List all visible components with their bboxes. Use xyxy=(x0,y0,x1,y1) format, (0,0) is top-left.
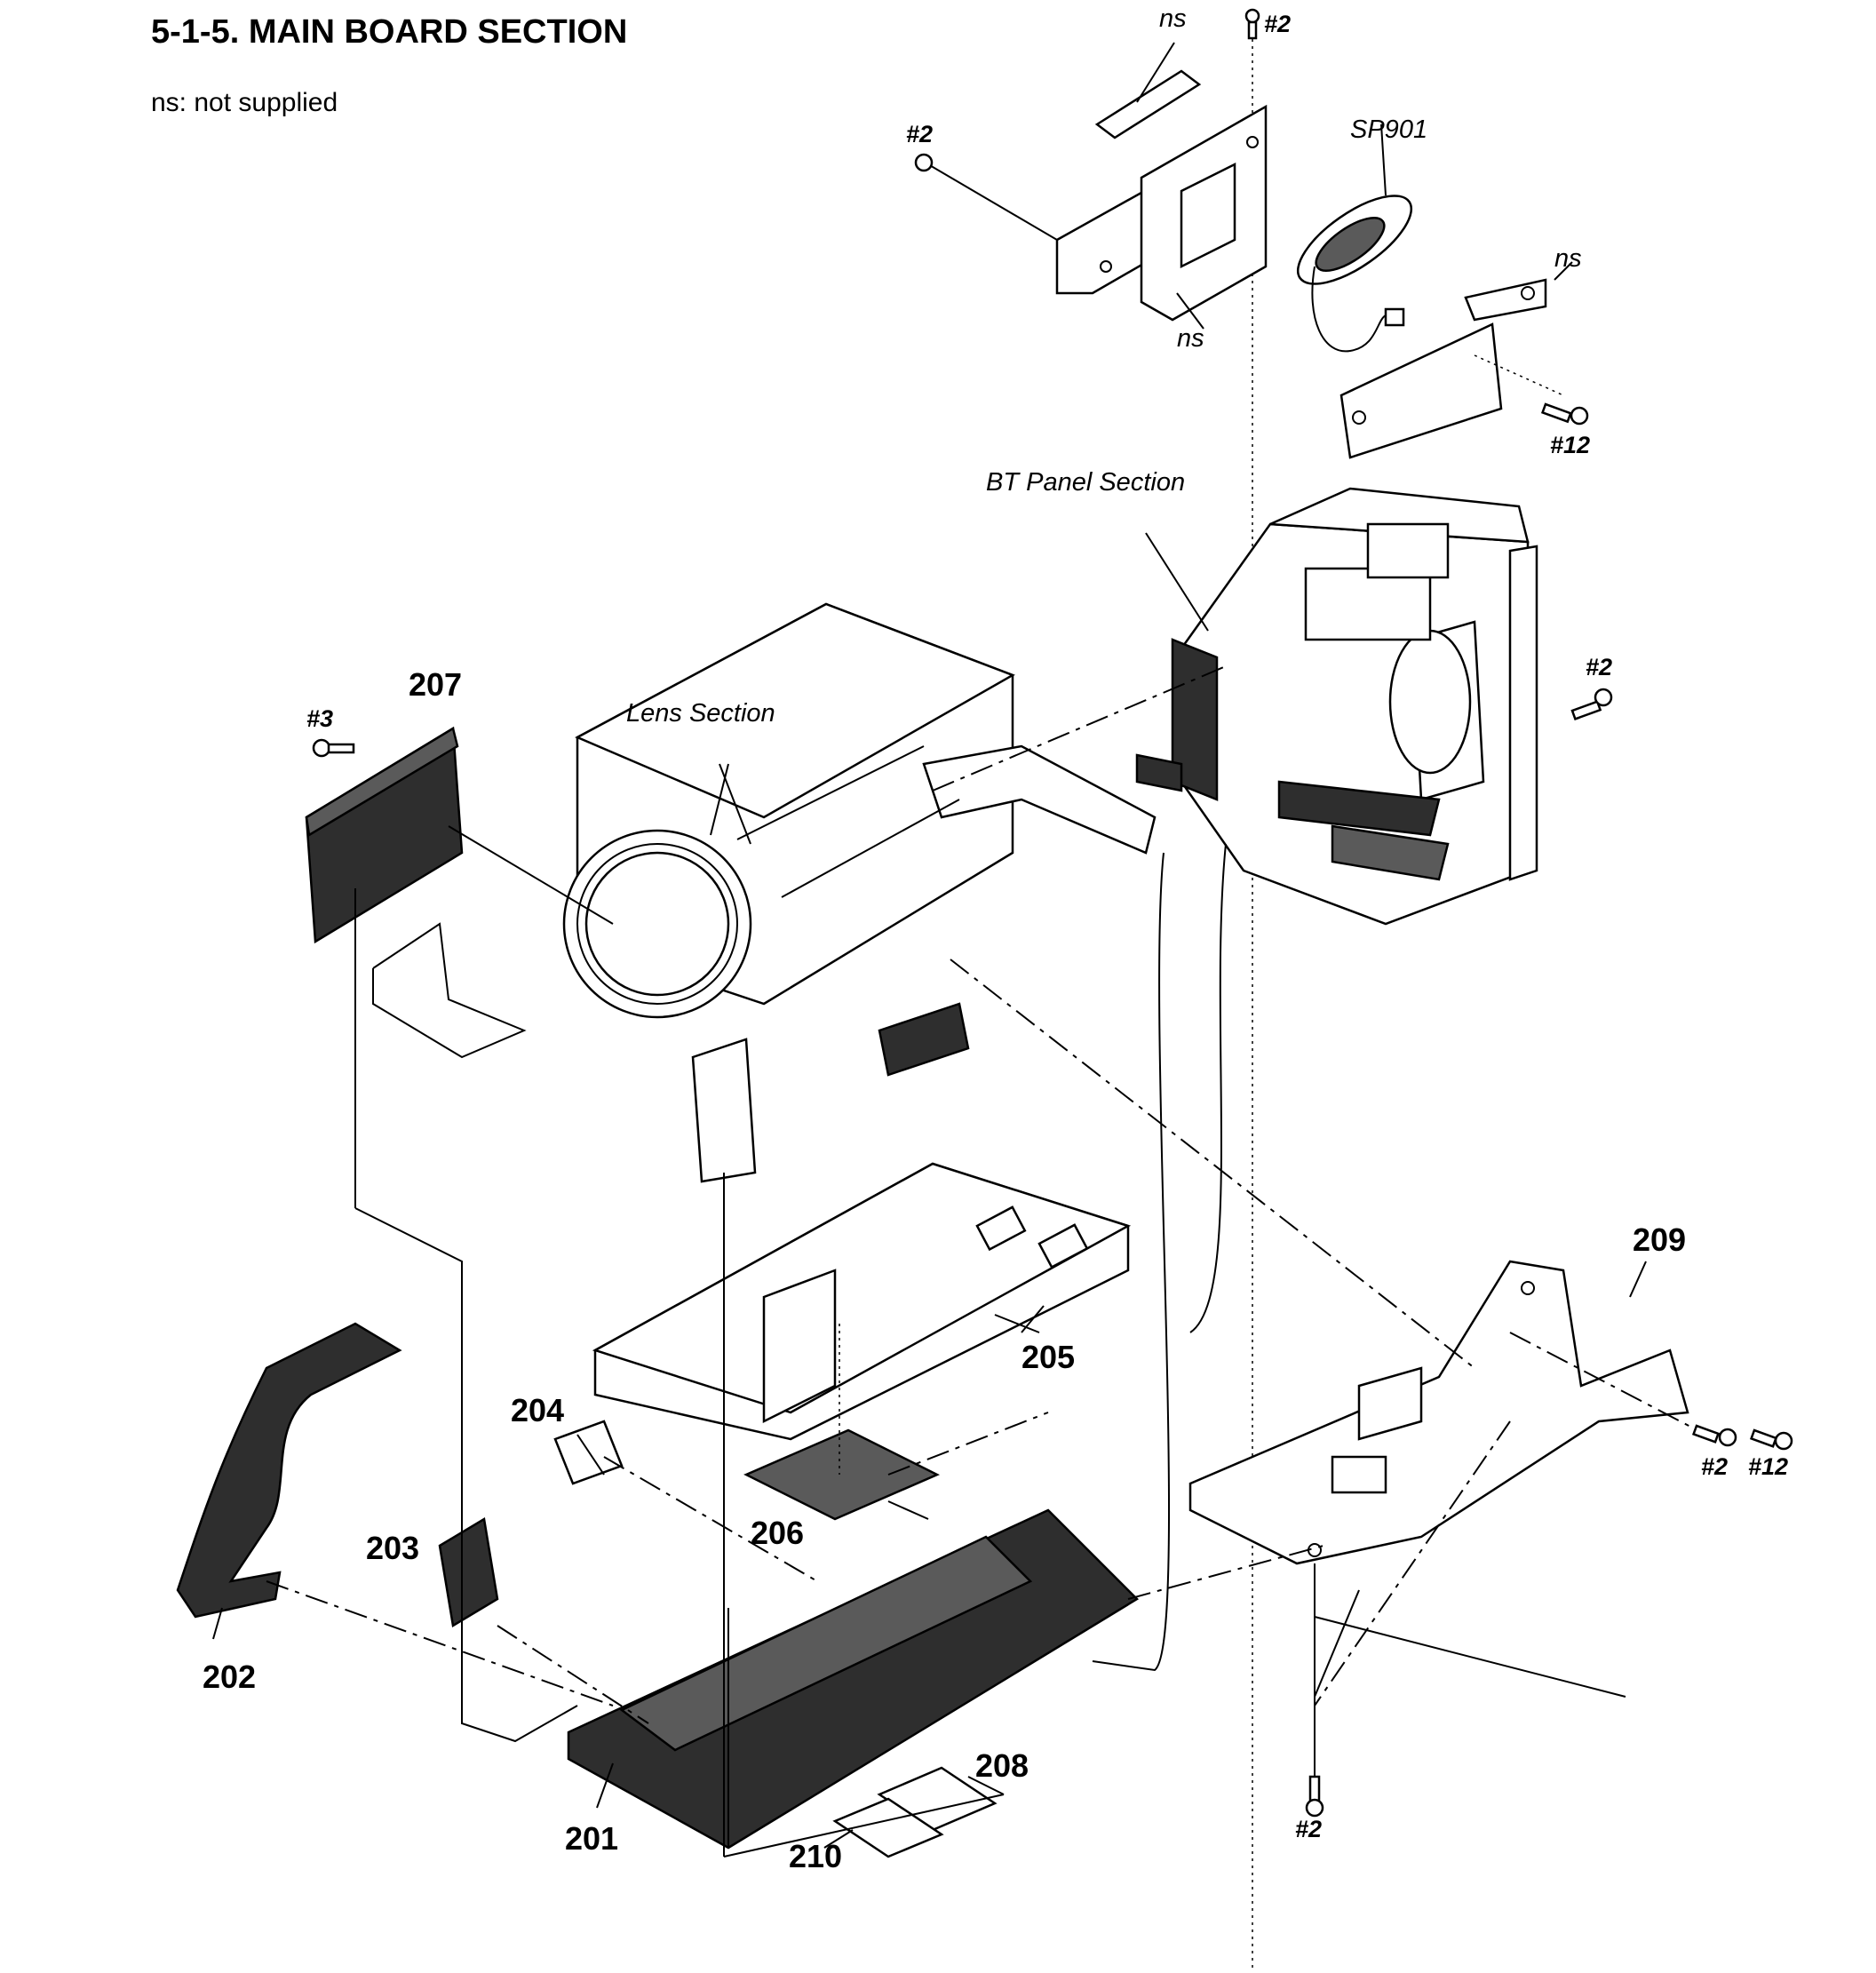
label-210: 210 xyxy=(789,1838,842,1874)
label-screw-2-right: #2 xyxy=(1586,654,1612,680)
label-ns-bottom: ns xyxy=(1177,324,1204,353)
label-screw-3: #3 xyxy=(306,705,333,732)
label-screw-12-lower: #12 xyxy=(1748,1453,1788,1480)
speaker-bracket xyxy=(1339,261,1573,459)
screw-12-top xyxy=(1540,402,1589,426)
part-205-shield xyxy=(592,1162,1132,1441)
screw-3 xyxy=(312,738,355,758)
label-screw-2-top: #2 xyxy=(1264,11,1291,37)
screw-2-right xyxy=(1570,688,1613,720)
speaker-sp901 xyxy=(1296,123,1413,353)
label-bt-panel-section: BT Panel Section xyxy=(986,468,1185,497)
label-screw-2-left: #2 xyxy=(906,121,933,147)
label-sp901: SP901 xyxy=(1350,115,1427,144)
label-203: 203 xyxy=(366,1530,419,1566)
label-202: 202 xyxy=(203,1659,256,1695)
lens-flex-cable xyxy=(372,922,527,1059)
label-209: 209 xyxy=(1633,1221,1686,1258)
alignment-lines xyxy=(266,665,1715,1858)
label-lens-section: Lens Section xyxy=(626,699,775,728)
screw-12-lower xyxy=(1749,1428,1793,1451)
part-202-flex-cable xyxy=(176,1322,402,1619)
label-ns-right: ns xyxy=(1554,244,1582,273)
label-201: 201 xyxy=(565,1820,618,1857)
section-title: 5-1-5. MAIN BOARD SECTION xyxy=(151,13,627,51)
part-204-bracket xyxy=(553,1420,624,1485)
screw-2-bottom xyxy=(1305,1775,1324,1818)
label-205: 205 xyxy=(1021,1339,1075,1375)
screw-left-top xyxy=(914,153,934,172)
label-ns-top: ns xyxy=(1159,4,1187,33)
label-208: 208 xyxy=(975,1747,1029,1784)
label-screw-12-top: #12 xyxy=(1550,432,1590,458)
label-204: 204 xyxy=(511,1392,564,1428)
part-201-main-board xyxy=(567,1508,1140,1850)
top-bracket-assembly xyxy=(927,42,1268,330)
screw-2-lower xyxy=(1691,1424,1737,1447)
part-203-connector xyxy=(438,1516,499,1628)
part-209-bracket xyxy=(1188,1260,1689,1565)
part-207-board xyxy=(305,726,614,1208)
part-206-sheet xyxy=(743,1324,940,1521)
bt-panel-assembly xyxy=(1135,487,1538,926)
part-210-sheet xyxy=(832,1797,944,1858)
label-screw-2-lower: #2 xyxy=(1701,1453,1728,1480)
lens-assembly xyxy=(562,602,1157,1183)
label-207: 207 xyxy=(409,666,462,703)
label-206: 206 xyxy=(751,1515,804,1551)
ns-legend: ns: not supplied xyxy=(151,88,338,117)
screw-top xyxy=(1244,8,1260,40)
callout-leaders xyxy=(212,1305,1626,1849)
label-screw-2-bottom: #2 xyxy=(1295,1816,1322,1842)
